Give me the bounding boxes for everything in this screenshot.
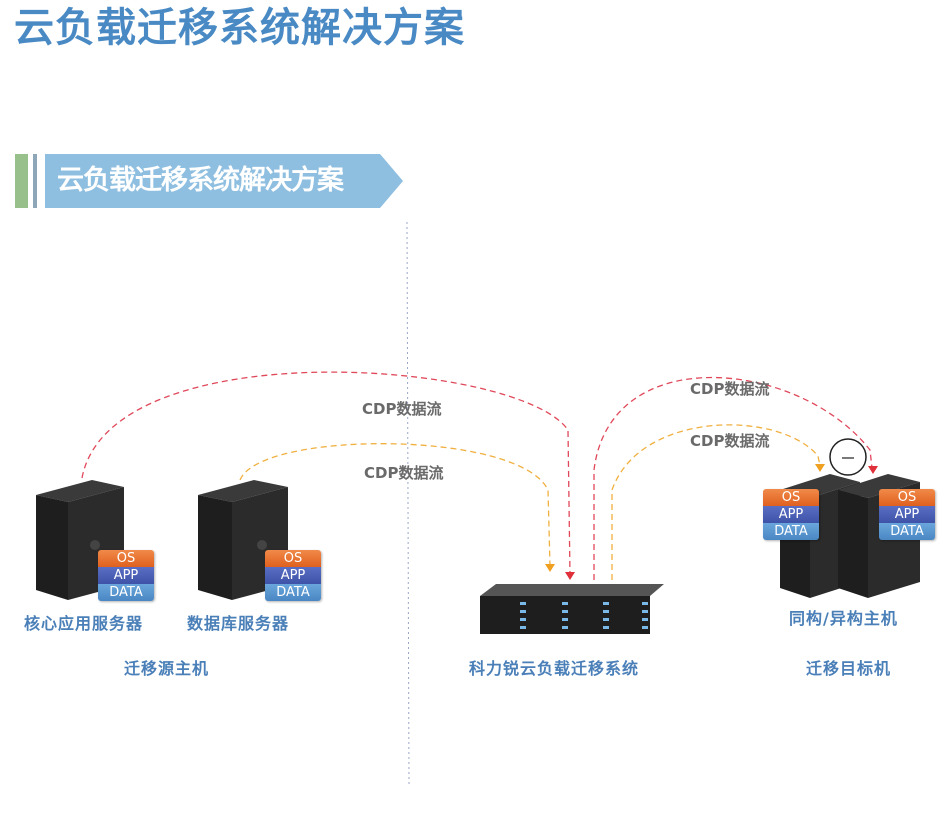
os-layer: OS	[879, 489, 935, 506]
os-app-data-stack: OS APP DATA	[879, 489, 935, 540]
flow-label: CDP数据流	[690, 380, 770, 398]
os-app-data-stack: OS APP DATA	[98, 550, 154, 601]
arrow-head-orange	[545, 564, 555, 572]
app-layer: APP	[265, 567, 321, 584]
data-layer: DATA	[763, 523, 819, 540]
banner-accent-green	[15, 154, 28, 208]
arrow-head-orange-target	[815, 464, 825, 472]
target-group-label: 迁移目标机	[806, 659, 892, 678]
source-group-label: 迁移源主机	[124, 659, 210, 678]
banner-title: 云负载迁移系统解决方案	[57, 165, 344, 196]
data-layer: DATA	[879, 523, 935, 540]
core-server-label: 核心应用服务器	[24, 614, 144, 633]
flow-arc-target-orange	[611, 424, 821, 580]
target-server-label: 同构/异构主机	[789, 609, 898, 628]
os-app-data-stack: OS APP DATA	[265, 550, 321, 601]
flow-arc-core	[81, 371, 571, 576]
os-app-data-stack: OS APP DATA	[763, 489, 819, 540]
page-title: 云负载迁移系统解决方案	[14, 5, 465, 51]
flow-arc-db	[239, 443, 551, 567]
flow-label: CDP数据流	[690, 432, 770, 450]
arrow-head-red	[565, 572, 575, 580]
flow-label: CDP数据流	[364, 464, 444, 482]
banner-arrow-shape	[45, 154, 403, 208]
os-layer: OS	[98, 550, 154, 567]
section-banner: 云负载迁移系统解决方案	[45, 154, 405, 208]
flow-arc-target-red	[593, 377, 873, 580]
flow-label: CDP数据流	[362, 400, 442, 418]
os-layer: OS	[763, 489, 819, 506]
banner-accent-gray	[33, 154, 37, 208]
data-layer: DATA	[265, 584, 321, 601]
appliance-label: 科力锐云负载迁移系统	[469, 659, 640, 678]
app-layer: APP	[879, 506, 935, 523]
server-tower-db	[198, 480, 288, 600]
db-server-label: 数据库服务器	[187, 614, 290, 633]
data-layer: DATA	[98, 584, 154, 601]
app-layer: APP	[98, 567, 154, 584]
arrow-head-red-target	[868, 466, 878, 474]
os-layer: OS	[265, 550, 321, 567]
app-layer: APP	[763, 506, 819, 523]
divider-line	[406, 221, 410, 786]
switch-circle	[829, 438, 867, 476]
migration-appliance	[480, 584, 664, 634]
